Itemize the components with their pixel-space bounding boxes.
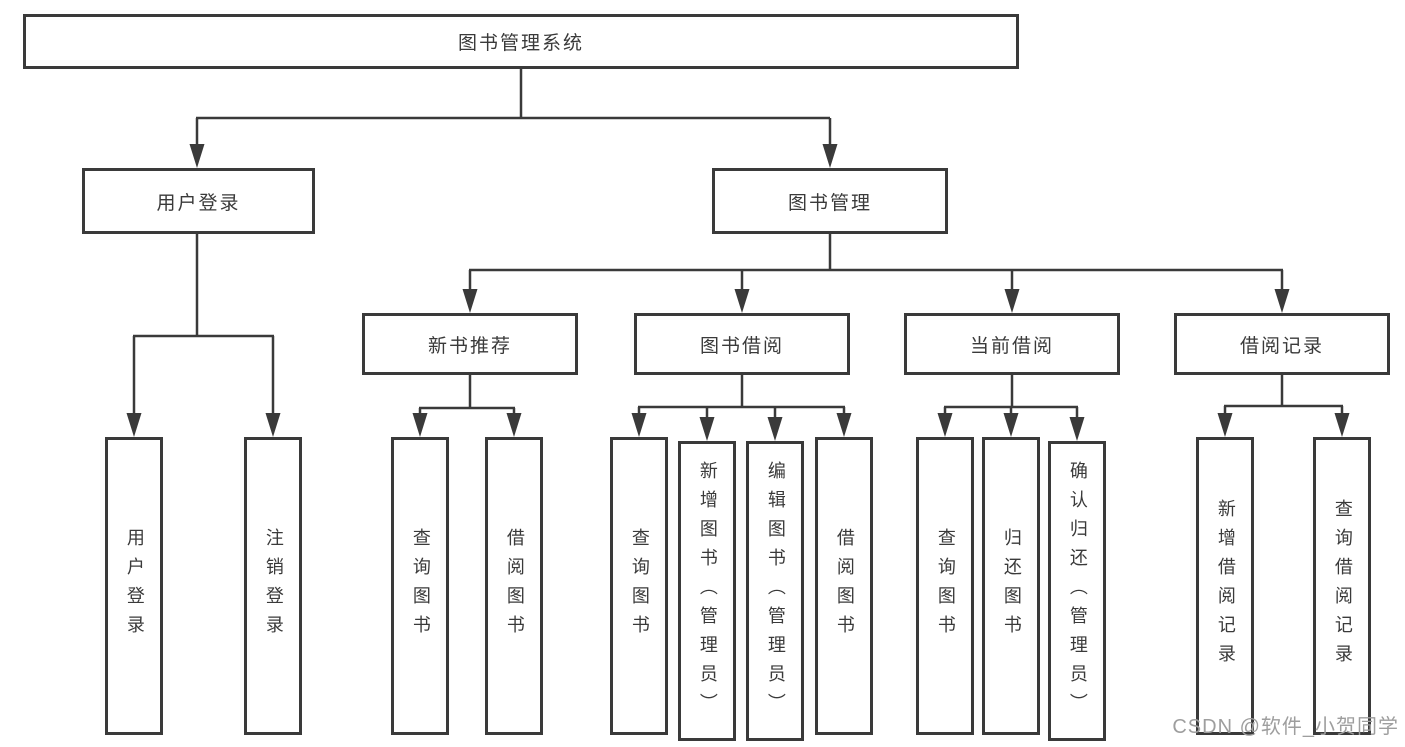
leaf-cb-confirm-return-admin: 确认归还（管理员） (1048, 441, 1106, 741)
node-book-borrow-label: 图书借阅 (699, 335, 784, 357)
node-current-borrow-label: 当前借阅 (969, 335, 1054, 357)
node-book-borrow: 图书借阅 (634, 313, 850, 375)
arrowhead-icon (1217, 413, 1233, 437)
node-book-management: 图书管理 (712, 168, 948, 234)
leaf-cb-confirm-return-admin-label: 确认归还（管理员） (1067, 460, 1088, 722)
edge-borrow-record-split (1223, 375, 1344, 416)
leaf-bb-query-book-label: 查询图书 (629, 528, 650, 644)
leaf-logout-label: 注销登录 (263, 528, 284, 644)
arrowheads (126, 144, 1350, 441)
arrowhead-icon (265, 413, 281, 437)
leaf-logout: 注销登录 (244, 437, 302, 735)
leaf-br-add-record: 新增借阅记录 (1196, 437, 1254, 735)
leaf-user-login: 用户登录 (105, 437, 163, 735)
leaf-br-query-record: 查询借阅记录 (1313, 437, 1371, 735)
edge-user-login-split (132, 234, 275, 415)
node-root-label: 图书管理系统 (457, 33, 584, 54)
arrowhead-icon (822, 144, 838, 168)
edge-new-book-rec-split (418, 375, 516, 416)
arrowhead-icon (1069, 417, 1085, 441)
arrowhead-icon (734, 289, 750, 313)
arrowhead-icon (1274, 289, 1290, 313)
node-new-book-recommend: 新书推荐 (362, 313, 578, 375)
leaf-bb-borrow-book: 借阅图书 (815, 437, 873, 735)
leaf-nbr-query-book: 查询图书 (391, 437, 449, 735)
leaf-cb-query-book-label: 查询图书 (935, 528, 956, 644)
edge-current-borrow-split (943, 375, 1079, 418)
leaf-br-query-record-label: 查询借阅记录 (1332, 499, 1353, 673)
arrowhead-icon (462, 289, 478, 313)
node-current-borrow: 当前借阅 (904, 313, 1120, 375)
arrowhead-icon (937, 413, 953, 437)
node-user-login: 用户登录 (82, 168, 315, 234)
arrowhead-icon (1334, 413, 1350, 437)
node-root: 图书管理系统 (23, 14, 1019, 69)
node-new-book-recommend-label: 新书推荐 (427, 335, 512, 357)
leaf-bb-add-book-admin: 新增图书（管理员） (678, 441, 736, 741)
arrowhead-icon (1004, 289, 1020, 313)
leaf-br-add-record-label: 新增借阅记录 (1215, 499, 1236, 673)
edge-book-borrow-split (637, 375, 846, 418)
leaf-bb-edit-book-admin: 编辑图书（管理员） (746, 441, 804, 741)
edge-root-split (195, 69, 832, 146)
leaf-bb-edit-book-admin-label: 编辑图书（管理员） (765, 460, 786, 722)
node-borrow-record-label: 借阅记录 (1239, 335, 1324, 357)
arrowhead-icon (506, 413, 522, 437)
edge-book-mgmt-split (468, 234, 1284, 291)
node-borrow-record: 借阅记录 (1174, 313, 1390, 375)
leaf-bb-add-book-admin-label: 新增图书（管理员） (697, 460, 718, 722)
arrowhead-icon (767, 417, 783, 441)
node-book-management-label: 图书管理 (787, 192, 872, 214)
leaf-bb-borrow-book-label: 借阅图书 (834, 528, 855, 644)
node-user-login-label: 用户登录 (156, 192, 241, 214)
leaf-nbr-query-book-label: 查询图书 (410, 528, 431, 644)
arrowhead-icon (412, 413, 428, 437)
leaf-cb-return-book-label: 归还图书 (1001, 528, 1022, 644)
arrowhead-icon (836, 413, 852, 437)
arrowhead-icon (126, 413, 142, 437)
leaf-cb-query-book: 查询图书 (916, 437, 974, 735)
leaf-user-login-label: 用户登录 (124, 528, 145, 644)
arrowhead-icon (699, 417, 715, 441)
arrowhead-icon (631, 413, 647, 437)
watermark: CSDN @软件_小贺同学 (1172, 716, 1399, 738)
arrowhead-icon (1003, 413, 1019, 437)
leaf-nbr-borrow-book-label: 借阅图书 (504, 528, 525, 644)
leaf-bb-query-book: 查询图书 (610, 437, 668, 735)
leaf-cb-return-book: 归还图书 (982, 437, 1040, 735)
arrowhead-icon (189, 144, 205, 168)
leaf-nbr-borrow-book: 借阅图书 (485, 437, 543, 735)
